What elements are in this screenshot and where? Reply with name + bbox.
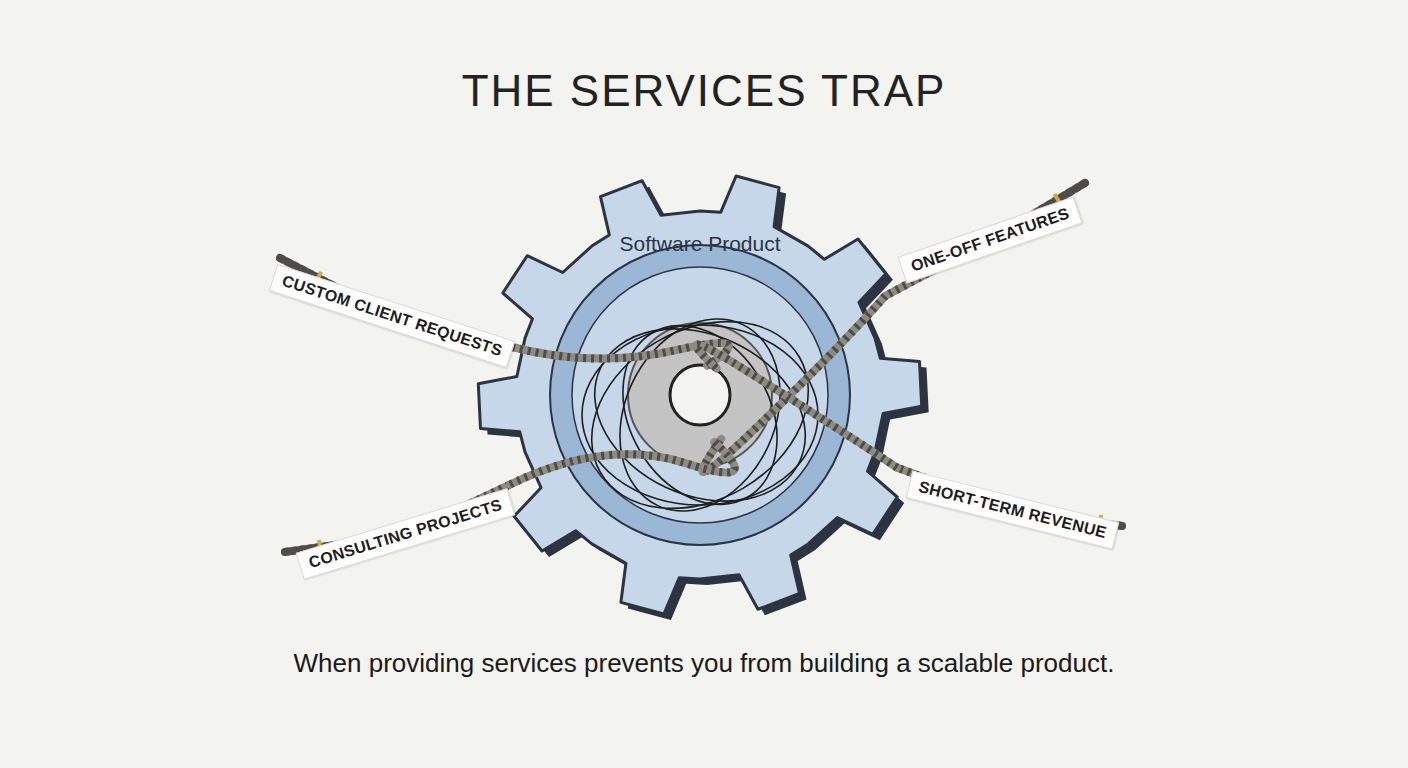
tangle-string xyxy=(558,284,842,546)
diagram-title: THE SERVICES TRAP xyxy=(0,66,1408,116)
gear-hole xyxy=(670,365,730,425)
tangle-string xyxy=(590,293,810,538)
outer-ropes xyxy=(280,183,1122,554)
rope-wrap xyxy=(696,345,897,468)
gear-shape xyxy=(470,160,930,630)
tag-label: CONSULTING PROJECTS xyxy=(306,496,503,571)
rope-tag: CONSULTING PROJECTS xyxy=(295,488,515,579)
rope-inner xyxy=(510,442,735,484)
rope-inner-twist xyxy=(510,442,735,484)
tag-label: SHORT-TERM REVENUE xyxy=(916,478,1107,541)
tag-label: CUSTOM CLIENT REQUESTS xyxy=(280,272,504,359)
rope-tag: SHORT-TERM REVENUE xyxy=(905,471,1118,550)
tag-label: ONE-OFF FEATURES xyxy=(909,204,1072,274)
rope-inner-twist xyxy=(696,345,897,468)
rope-inner xyxy=(696,345,897,468)
rope-tag: ONE-OFF FEATURES xyxy=(898,196,1083,283)
gear-node: Software Product xyxy=(470,160,930,630)
diagram-caption: When providing services prevents you fro… xyxy=(0,648,1408,679)
gear-ring xyxy=(550,245,850,545)
rope-wrap xyxy=(510,442,735,484)
tangle-string xyxy=(566,296,833,534)
rope-tag: CUSTOM CLIENT REQUESTS xyxy=(269,264,516,368)
tangle-string xyxy=(592,298,808,533)
gear-label: Software Product xyxy=(470,232,930,256)
